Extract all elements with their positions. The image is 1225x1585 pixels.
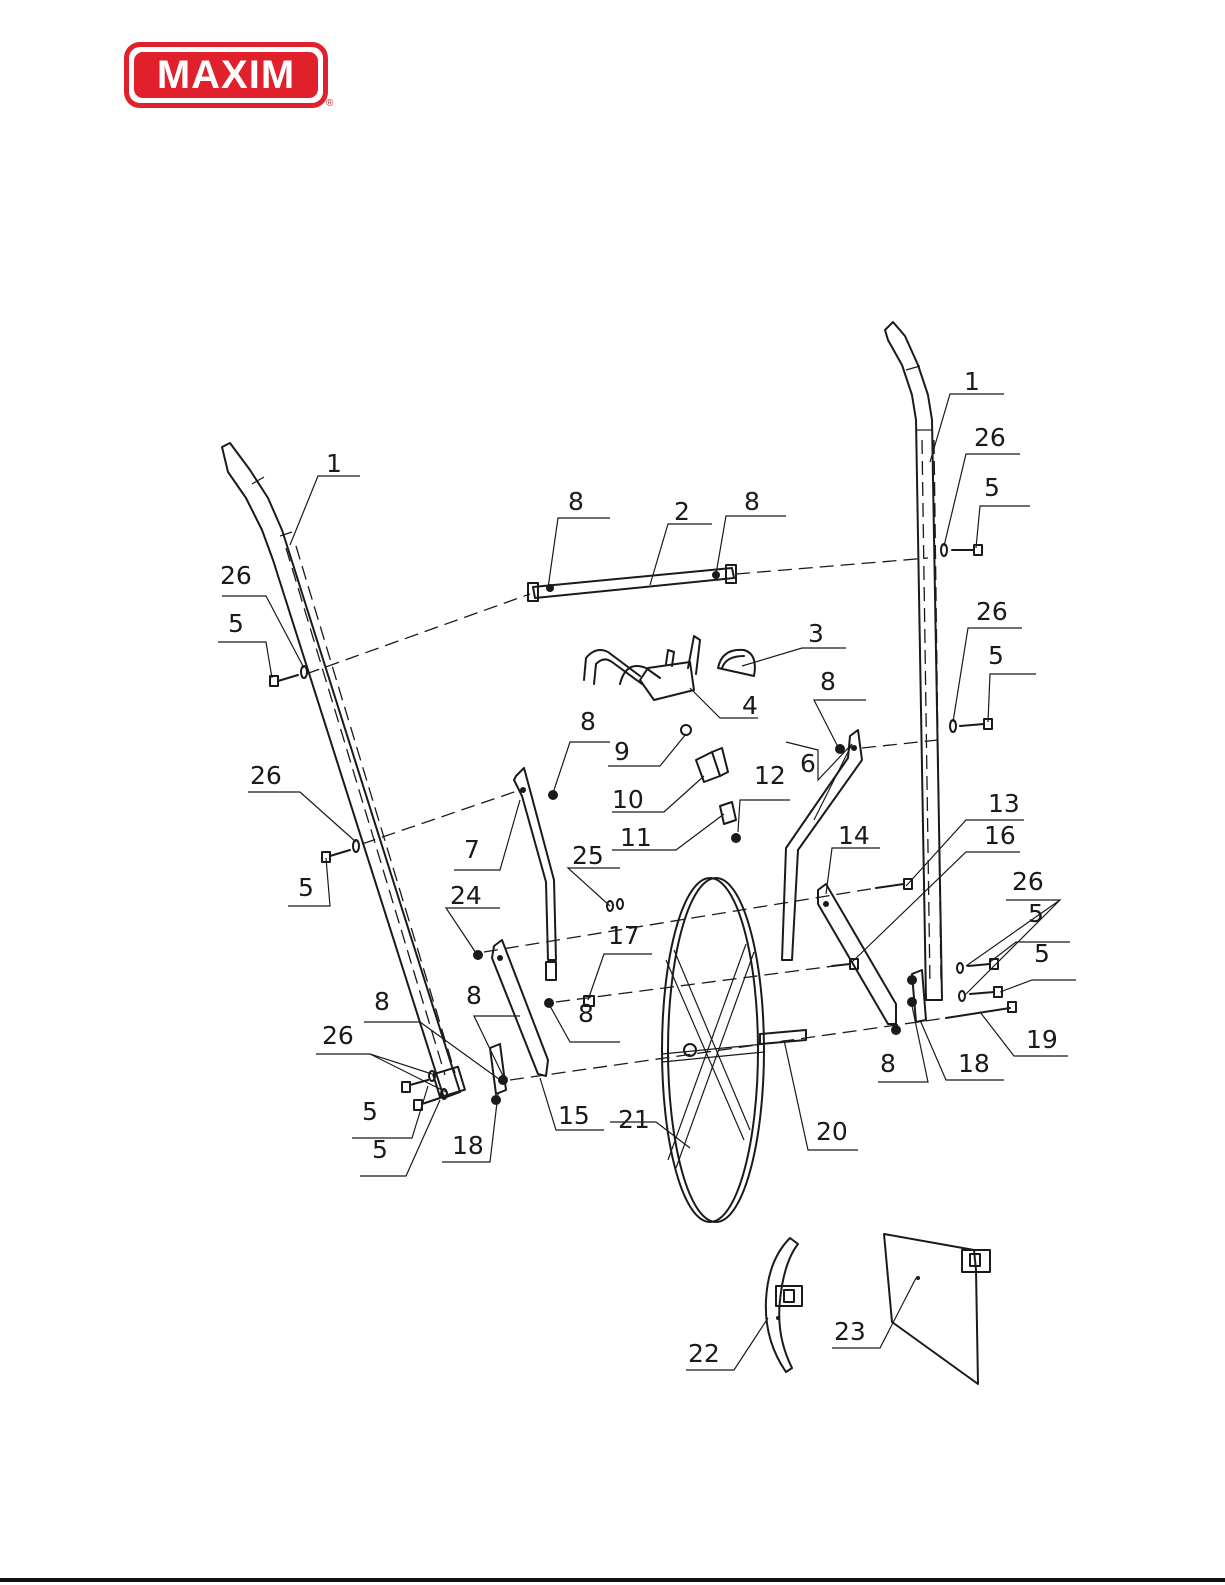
callout-15: 15 (558, 1101, 590, 1130)
callout-8: 8 (374, 987, 390, 1016)
part-22-shovel (766, 1238, 802, 1372)
callout-5: 5 (362, 1097, 378, 1126)
callout-5: 5 (298, 873, 314, 902)
callout-1: 1 (326, 449, 342, 478)
callout-22: 22 (688, 1339, 720, 1368)
callout-8: 8 (466, 981, 482, 1010)
callout-5: 5 (228, 609, 244, 638)
callout-5: 5 (372, 1135, 388, 1164)
callout-1: 1 (964, 367, 980, 396)
callout-12: 12 (754, 761, 786, 790)
callout-13: 13 (988, 789, 1020, 818)
callout-26: 26 (976, 597, 1008, 626)
bottom-border-line (0, 1578, 1225, 1582)
assembly-dashed-lines (306, 558, 946, 1080)
callout-14: 14 (838, 821, 870, 850)
callout-5: 5 (1028, 899, 1044, 928)
callout-26: 26 (250, 761, 282, 790)
part-20-axle-sleeve (760, 1030, 806, 1044)
callout-18: 18 (958, 1049, 990, 1078)
callout-labels: 1 1 2 3 4 5 5 5 5 5 5 5 5 6 7 8 8 8 8 8 … (220, 367, 1058, 1368)
callout-8: 8 (820, 667, 836, 696)
callout-26: 26 (1012, 867, 1044, 896)
callout-5: 5 (988, 641, 1004, 670)
callout-2: 2 (674, 497, 690, 526)
part-3-4-bracket-assembly (584, 636, 755, 700)
part-9-10-11-12-clamp (681, 725, 741, 843)
part-7-left-standard (514, 768, 556, 980)
callout-8: 8 (578, 999, 594, 1028)
callout-9: 9 (614, 737, 630, 766)
callout-10: 10 (612, 785, 644, 814)
callout-24: 24 (450, 881, 482, 910)
callout-26: 26 (220, 561, 252, 590)
part-18-left-plate (490, 1044, 506, 1094)
callout-21: 21 (618, 1105, 650, 1134)
part-1-right-handle (885, 322, 942, 1000)
part-21-wheel (662, 878, 764, 1222)
callout-8: 8 (580, 707, 596, 736)
part-19-long-bolt (946, 1002, 1016, 1018)
callout-7: 7 (464, 835, 480, 864)
callout-16: 16 (984, 821, 1016, 850)
callout-leader-lines (218, 394, 1076, 1370)
callout-23: 23 (834, 1317, 866, 1346)
callout-5: 5 (1034, 939, 1050, 968)
callout-5: 5 (984, 473, 1000, 502)
callout-26: 26 (974, 423, 1006, 452)
part-2-cross-bar (528, 565, 736, 601)
callout-20: 20 (816, 1117, 848, 1146)
callout-19: 19 (1026, 1025, 1058, 1054)
callout-8: 8 (568, 487, 584, 516)
callout-8: 8 (744, 487, 760, 516)
callout-6: 6 (800, 749, 816, 778)
callout-3: 3 (808, 619, 824, 648)
callout-11: 11 (620, 823, 652, 852)
part-15-left-lower-arm (492, 940, 548, 1076)
callout-17: 17 (608, 921, 640, 950)
callout-8: 8 (880, 1049, 896, 1078)
callout-25: 25 (572, 841, 604, 870)
callout-4: 4 (742, 691, 758, 720)
callout-18: 18 (452, 1131, 484, 1160)
part-14-right-lower-arm (818, 884, 896, 1024)
callout-26: 26 (322, 1021, 354, 1050)
